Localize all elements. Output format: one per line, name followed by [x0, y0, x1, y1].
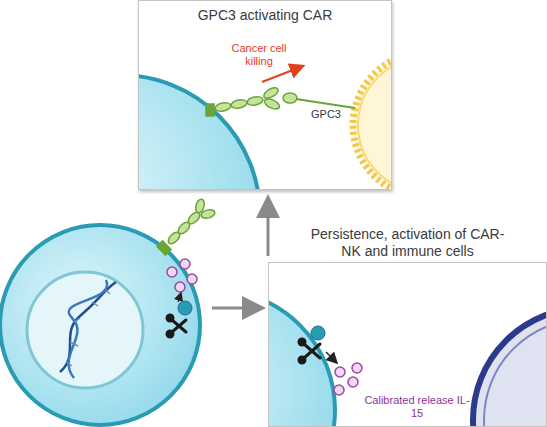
membrane-il15	[178, 301, 192, 315]
protease-scissors	[167, 315, 186, 337]
immune-cell	[473, 308, 546, 426]
release-scene	[269, 290, 546, 426]
nucleus	[27, 272, 143, 388]
immune-cell-rim	[484, 319, 546, 426]
flow-arrow	[267, 206, 270, 256]
car-nk-cell-main	[0, 198, 216, 425]
release-arrow	[326, 352, 334, 360]
car-nk-cell	[269, 290, 335, 426]
dna-helix	[60, 280, 116, 378]
protease-scissors	[299, 339, 320, 363]
car-receptor	[157, 198, 216, 255]
release-arrow	[178, 296, 180, 302]
antigen-label: GPC3	[306, 108, 346, 121]
il15-molecules	[167, 259, 197, 292]
panel-frame	[269, 263, 547, 427]
membrane-il15	[311, 326, 325, 340]
panel-title: GPC3 activating CAR	[139, 1, 391, 24]
panel-title: Persistence, activation of CAR-NK and im…	[303, 222, 513, 260]
flow-arrow	[212, 307, 254, 310]
cell-membrane	[0, 225, 200, 425]
il15-molecules	[334, 363, 362, 395]
release-label: Calibrated release IL-15	[362, 394, 472, 420]
effect-label: Cancer cell killing	[226, 42, 292, 68]
figure-panel: GPC3 activating CAR	[138, 0, 392, 190]
